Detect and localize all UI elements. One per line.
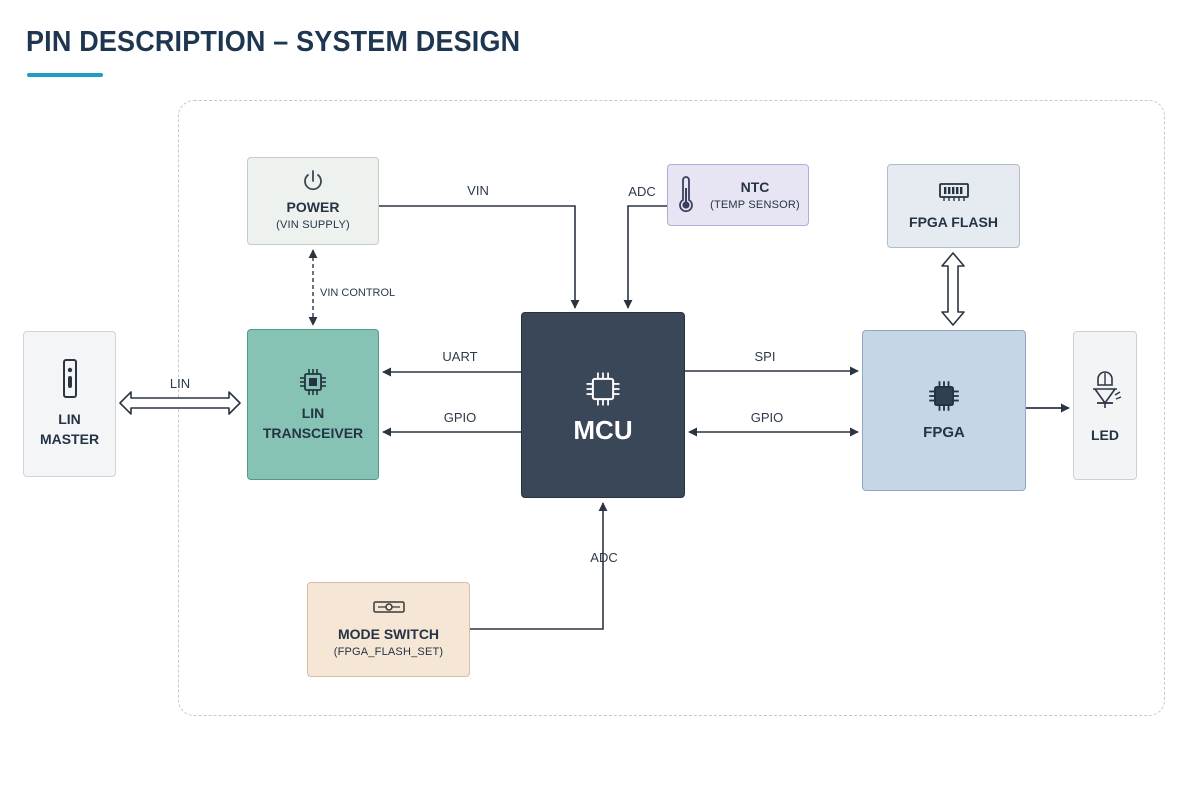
led-block: LED xyxy=(1073,331,1137,480)
gpio-trx-label: GPIO xyxy=(443,410,477,425)
page-title: PIN DESCRIPTION – SYSTEM DESIGN xyxy=(26,26,521,58)
chip-icon xyxy=(929,380,959,411)
lin-master-block: LIN MASTER xyxy=(23,331,116,477)
chip-icon xyxy=(300,368,326,395)
fpga-flash-label: FPGA FLASH xyxy=(909,214,998,230)
lin-transceiver-label: LIN TRANSCEIVER xyxy=(262,404,364,441)
fpga-label: FPGA xyxy=(923,423,965,441)
mode-switch-block: MODE SWITCH (FPGA_FLASH_SET) xyxy=(307,582,470,677)
fpga-flash-block: FPGA FLASH xyxy=(887,164,1020,248)
flash-bus-arrow xyxy=(941,252,965,326)
lin-transceiver-block: LIN TRANSCEIVER xyxy=(247,329,379,480)
adc-ntc-wire xyxy=(623,205,667,309)
lin-connector-icon xyxy=(62,359,77,398)
fpga-block: FPGA xyxy=(862,330,1026,491)
vin-control-label: VIN CONTROL xyxy=(320,287,396,299)
switch-icon xyxy=(372,600,405,613)
power-block: POWER (VIN SUPPLY) xyxy=(247,157,379,245)
uart-label: UART xyxy=(442,349,478,364)
vin-label: VIN xyxy=(467,183,489,198)
lin-label: LIN xyxy=(169,376,191,391)
lin-master-label: LIN MASTER xyxy=(39,411,100,447)
ntc-sublabel: (TEMP SENSOR) xyxy=(710,199,800,211)
mode-switch-sublabel: (FPGA_FLASH_SET) xyxy=(333,645,444,658)
power-sublabel: (VIN SUPPLY) xyxy=(276,219,350,231)
lin-bus-arrow xyxy=(119,391,241,415)
power-label: POWER xyxy=(286,199,340,215)
mcu-label: MCU xyxy=(573,415,633,445)
ntc-block: NTC (TEMP SENSOR) xyxy=(667,164,809,226)
adc-ntc-label: ADC xyxy=(628,184,656,199)
memory-icon xyxy=(938,183,969,201)
mode-switch-label: MODE SWITCH xyxy=(337,625,440,642)
led-icon xyxy=(1093,370,1122,408)
ntc-label: NTC xyxy=(740,179,770,195)
thermometer-icon xyxy=(679,176,693,213)
power-icon xyxy=(304,170,322,191)
chip-icon xyxy=(586,372,620,406)
led-label: LED xyxy=(1091,426,1119,443)
gpio-fpga-label: GPIO xyxy=(750,410,784,425)
mcu-block: MCU xyxy=(521,312,685,498)
spi-label: SPI xyxy=(754,349,776,364)
adc-mode-label: ADC xyxy=(590,550,618,565)
adc-mode-wire xyxy=(470,502,608,630)
title-underline xyxy=(27,73,103,77)
vin-wire xyxy=(379,205,580,309)
